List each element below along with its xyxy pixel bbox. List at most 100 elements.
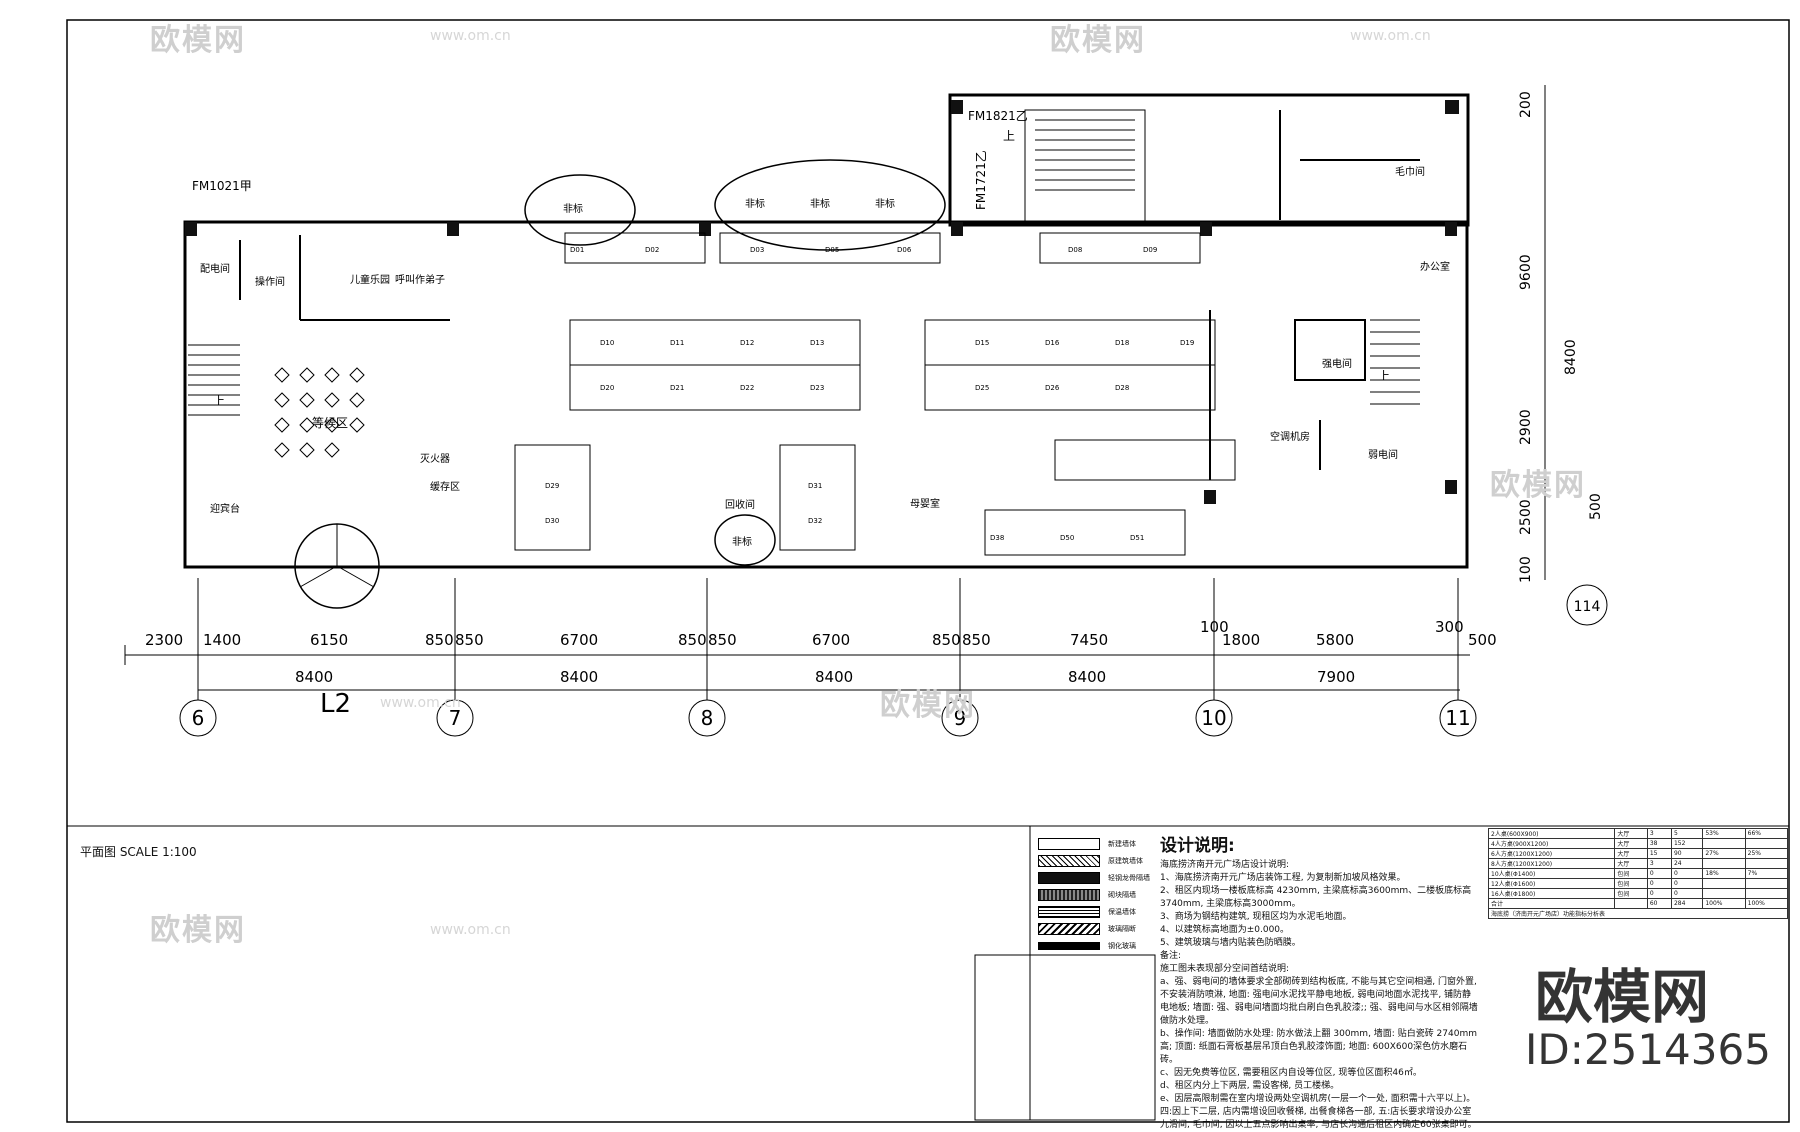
table-id-tag: D12 <box>740 339 754 347</box>
top-booth-row <box>564 232 1201 264</box>
svg-text:9600: 9600 <box>1518 254 1534 290</box>
notes-line: 1、海底捞济南开元广场店装饰工程, 为复制新加坡风格效果。 <box>1160 873 1406 883</box>
table-id-tag: D13 <box>810 339 824 347</box>
axis-label: 11 <box>1445 706 1470 730</box>
svg-text:2900: 2900 <box>1518 409 1534 445</box>
section-tag-bubble <box>1566 584 1608 626</box>
svg-text:500: 500 <box>1468 631 1497 649</box>
legend-label: 保温墙体 <box>1108 907 1136 916</box>
watermark-url: www.om.cn <box>430 28 511 44</box>
structural-columns <box>185 100 1459 504</box>
central-table-banks <box>514 319 1236 556</box>
dimension-lines <box>124 85 1546 700</box>
grid-axis-bubbles <box>179 699 1477 737</box>
svg-text:7450: 7450 <box>1070 631 1108 649</box>
label-door-fm1721: FM1721乙 <box>974 150 988 210</box>
svg-text:8400: 8400 <box>560 668 598 686</box>
svg-text:850: 850 <box>455 631 484 649</box>
legend-row: 保温墙体 <box>1038 903 1158 920</box>
legend-label: 砌块隔墙 <box>1108 890 1136 899</box>
wall-legend: 新建墙体 原建筑墙体 轻钢龙骨隔墙 砌块隔墙 保温墙体 玻璃隔断 钢化玻璃 <box>1038 835 1158 954</box>
watermark-url: www.om.cn <box>1350 28 1431 44</box>
plan-scale-title: 平面图 SCALE 1:100 <box>80 845 197 859</box>
legend-label: 钢化玻璃 <box>1108 941 1136 950</box>
building-outline <box>183 93 1470 569</box>
right-dimension-labels: 200 9600 8400 2900 2500 500 100 <box>1518 91 1604 583</box>
label-mother-baby-room: 母婴室 <box>910 497 940 510</box>
label-ac-room: 空调机房 <box>1270 430 1310 443</box>
table-id-tag: D38 <box>990 534 1004 542</box>
label-office: 办公室 <box>1420 260 1450 273</box>
table-id-tag: D05 <box>825 246 839 254</box>
legend-row: 轻钢龙骨隔墙 <box>1038 869 1158 886</box>
label-non-standard-2: 非标 <box>745 198 765 210</box>
table-id-tag: D19 <box>1180 339 1194 347</box>
svg-text:100: 100 <box>1518 556 1534 583</box>
table-id-tag: D21 <box>670 384 684 392</box>
design-notes: 设计说明: 海底捞济南开元广场店设计说明: 1、海底捞济南开元广场店装饰工程, … <box>1160 836 1480 1132</box>
svg-text:6700: 6700 <box>812 631 850 649</box>
label-stair-up-right: 上 <box>1378 369 1390 383</box>
svg-text:2300: 2300 <box>145 631 183 649</box>
table-id-tag: D09 <box>1143 246 1157 254</box>
table-id-tag: D03 <box>750 246 764 254</box>
legend-swatch <box>1038 922 1100 935</box>
label-kids-area: 儿童乐园 <box>350 273 390 286</box>
svg-text:8400: 8400 <box>295 668 333 686</box>
table-title-row: 海底捞（济南开元广场店）功能指标分析表 <box>1488 908 1788 919</box>
legend-swatch <box>1038 837 1100 850</box>
svg-text:8400: 8400 <box>1068 668 1106 686</box>
label-operation-room: 操作间 <box>255 275 285 288</box>
level-label: L2 <box>320 689 351 719</box>
svg-text:2500: 2500 <box>1518 499 1534 535</box>
label-non-standard-5: 非标 <box>732 536 752 548</box>
label-recycle-room: 回收间 <box>725 498 755 511</box>
label-weak-power-room: 弱电间 <box>1368 448 1398 461</box>
legend-row: 玻璃隔断 <box>1038 920 1158 937</box>
table-id-tag: D15 <box>975 339 989 347</box>
legend-row: 原建筑墙体 <box>1038 852 1158 869</box>
notes-line: d、租区内分上下两层, 需设客梯, 员工楼梯。 <box>1160 1081 1340 1091</box>
table-id-tag: D06 <box>897 246 912 254</box>
watermark-logo: 欧模网 <box>150 913 246 948</box>
label-stair-up-left: 上 <box>213 394 225 408</box>
legend-label: 原建筑墙体 <box>1108 856 1143 865</box>
watermark-brand-large: 欧模网 <box>1535 963 1710 1031</box>
notes-line: 5、建筑玻璃与墙内贴装色防晒膜。 <box>1160 938 1301 948</box>
stair-right <box>1370 319 1420 405</box>
stair-core <box>1024 109 1146 226</box>
label-stair-up-core: 上 <box>1003 129 1015 143</box>
notes-line: 施工图未表现部分空间首结说明: <box>1160 964 1290 974</box>
notes-subtable <box>974 954 1156 1121</box>
table-id-tag: D20 <box>600 384 614 392</box>
notes-line: 2、租区内现场一楼板底标高 4230mm, 主梁底标高3600mm、二楼板底标高… <box>1160 886 1472 909</box>
table-id-tag: D16 <box>1045 339 1060 347</box>
stair-left <box>188 344 240 416</box>
svg-text:5800: 5800 <box>1316 631 1354 649</box>
svg-text:6700: 6700 <box>560 631 598 649</box>
table-id-tag: D29 <box>545 482 559 490</box>
label-door-fm1021: FM1021甲 <box>192 179 252 193</box>
svg-text:6150: 6150 <box>310 631 348 649</box>
notes-line: 4、以建筑标高地面为±0.000。 <box>1160 925 1290 935</box>
notes-line: a、强、弱电间的墙体要求全部砌砖到结构板底, 不能与其它空间相通, 门窗外置, … <box>1160 977 1478 1026</box>
svg-text:1800: 1800 <box>1222 631 1260 649</box>
table-id-tag: D32 <box>808 517 822 525</box>
legend-row: 钢化玻璃 <box>1038 937 1158 954</box>
notes-title: 设计说明: <box>1160 836 1235 856</box>
label-towel-room: 毛巾间 <box>1395 165 1425 178</box>
label-kids-area-note: 呼叫作弟子 <box>395 274 445 286</box>
notes-line: 备注: <box>1160 951 1182 961</box>
watermark-id: ID:2514365 <box>1525 1025 1771 1074</box>
legend-label: 新建墙体 <box>1108 839 1136 848</box>
label-non-standard-1: 非标 <box>563 203 583 215</box>
table-id-tag: D18 <box>1115 339 1129 347</box>
table-id-tag: D08 <box>1068 246 1082 254</box>
legend-swatch <box>1038 871 1100 884</box>
